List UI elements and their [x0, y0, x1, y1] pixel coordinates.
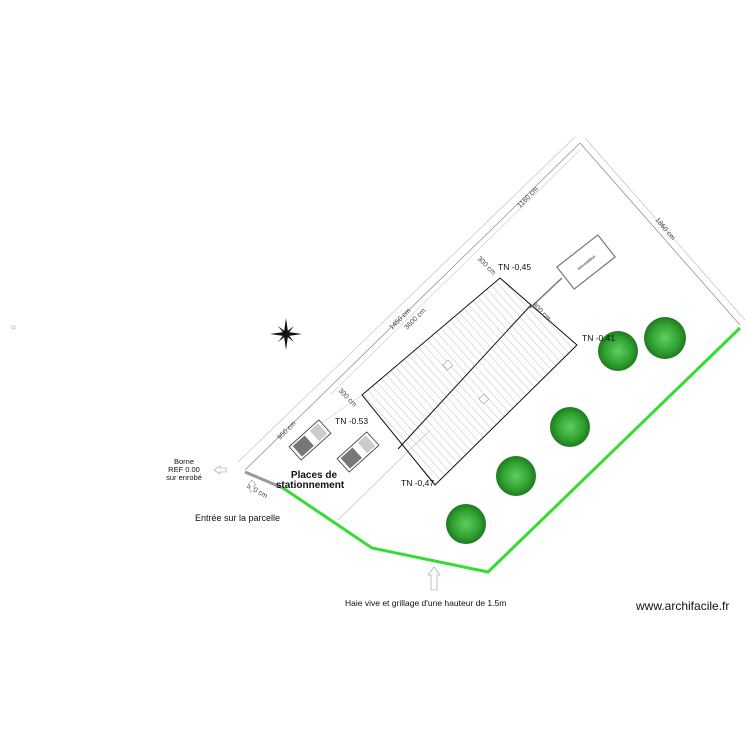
dim-950: 950 cm — [276, 420, 297, 441]
borne-label-1: Borne — [174, 457, 194, 466]
tree — [550, 407, 590, 447]
level-tn-041: TN -0,41 — [582, 333, 615, 343]
house — [361, 277, 578, 486]
entry-label: Entrée sur la parcelle — [195, 513, 280, 523]
tree — [496, 456, 536, 496]
house-divider — [397, 304, 532, 450]
roof-vent — [442, 359, 454, 371]
tree — [644, 317, 686, 359]
tree — [446, 504, 486, 544]
dimension-line-outer — [237, 136, 576, 463]
trees — [446, 317, 686, 544]
dim-1860: 1860 cm — [653, 217, 676, 242]
level-tn-053: TN -0.53 — [335, 416, 368, 426]
tree — [598, 331, 638, 371]
arrow-icon — [247, 479, 257, 493]
pipe — [529, 277, 563, 309]
entry-gate — [244, 470, 284, 490]
roof-vent — [478, 393, 490, 405]
treatment-box: microstation — [556, 234, 616, 290]
parking-label-2: stationnement — [276, 480, 345, 491]
borne-label-2: REF 0.00 — [168, 465, 200, 474]
parcel-boundary — [244, 142, 741, 471]
dim-300-top: 300 cm — [476, 255, 497, 276]
dim-1160: 1160 cm — [516, 186, 540, 210]
dimension-line-inner — [329, 149, 581, 396]
car — [336, 431, 380, 473]
parking-label-1: Places de — [291, 470, 338, 481]
dimension-line-right — [584, 137, 746, 321]
level-tn-045: TN -0,45 — [498, 262, 531, 272]
compass-rose-icon — [270, 318, 302, 350]
hedge — [282, 326, 742, 574]
watermark: www.archifacile.fr — [635, 599, 729, 613]
hedge-label: Haie vive et grillage d'une hauteur de 1… — [345, 598, 506, 608]
level-tn-047: TN -0,47 — [401, 478, 434, 488]
car — [288, 419, 332, 461]
dim-350: 350 cm — [245, 483, 269, 501]
arrow-icon — [213, 465, 227, 475]
marker — [11, 325, 16, 330]
arrow-icon — [427, 566, 441, 591]
borne-label-3: sur enrobé — [166, 473, 202, 482]
